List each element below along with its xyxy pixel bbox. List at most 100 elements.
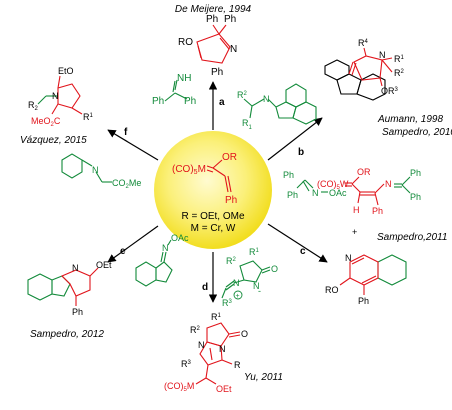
product-c-ro: RO: [325, 285, 339, 295]
radial-arrows: [107, 81, 328, 303]
reagent-d-plus-circle: [233, 290, 243, 300]
intermediate-c-ph2: Ph: [410, 168, 421, 178]
arrow-e: [107, 225, 159, 263]
reagent-b-r1: R1: [242, 118, 253, 131]
reagent-c: Ph Ph N OAc: [283, 170, 347, 200]
citation-sampedro-2012: Sampedro, 2012: [30, 329, 104, 340]
intermediate-c-plus: +: [352, 227, 357, 237]
product-f-n: N: [52, 91, 59, 101]
product-c-n: N: [345, 253, 352, 263]
reagent-e-n: N: [162, 243, 169, 253]
product-f-oet: EtO: [58, 66, 74, 76]
reagent-d: R1 R2 O N N + - R3: [221, 247, 278, 308]
reagent-d-n2: N: [253, 281, 260, 291]
product-f: EtO N R2 MeO2C R1: [28, 66, 94, 128]
arrow-label-f: f: [124, 127, 128, 138]
intermediate-c-ph1: Ph: [372, 206, 383, 216]
reagent-a-ph2: Ph: [184, 96, 196, 107]
reagent-f: N CO2Me: [61, 153, 141, 190]
citation-vazquez: Vázquez, 2015: [20, 135, 87, 146]
arrow-c: [267, 223, 328, 263]
reagent-d-n1: N: [233, 278, 240, 288]
intermediate-c-n: N: [385, 179, 392, 189]
reagent-c-ph2: Ph: [287, 190, 298, 200]
reagent-c-ph1: Ph: [283, 170, 294, 180]
reagent-e: N OAc: [135, 233, 189, 287]
central-hub: OR (CO)5M Ph R = OEt, OMe M = Cr, W: [154, 131, 272, 249]
product-c: N RO Ph: [325, 253, 407, 306]
product-d-n1: N: [198, 340, 205, 350]
reagent-a: NH Ph Ph: [152, 73, 196, 107]
product-d: R1 R2 O N N R3 R (CO)5M OEt: [164, 312, 248, 394]
hub-ph: Ph: [225, 195, 237, 206]
product-e-ph: Ph: [72, 307, 83, 317]
product-b-or3: OR3: [381, 86, 399, 96]
arrow-f: [107, 129, 159, 161]
product-d-r3: R3: [181, 359, 192, 369]
citation-yu: Yu, 2011: [244, 372, 283, 383]
arrow-label-b: b: [298, 147, 304, 158]
hub-structure: [212, 159, 232, 193]
reagent-b-r2: R2: [237, 90, 248, 100]
intermediate-c: OR (CO)5W H Ph N Ph Ph +: [317, 167, 421, 237]
hub-metal: (CO)5M: [172, 164, 206, 176]
arrow-label-c: c: [300, 246, 306, 257]
reagent-a-ph1: Ph: [152, 96, 164, 107]
reagent-e-oac: OAc: [171, 233, 189, 243]
citations: De Meijere, 1994 Aumann, 1998 Sampedro, …: [20, 4, 452, 383]
product-d-oet: OEt: [216, 384, 232, 394]
intermediate-c-h: H: [353, 205, 360, 215]
intermediate-c-ph3: Ph: [410, 192, 421, 202]
citation-sampedro-2011: Sampedro,2011: [377, 232, 447, 243]
reagent-b: R2 R1 N: [237, 83, 317, 131]
product-b-r2: R2: [394, 68, 405, 78]
hub-caption-1: R = OEt, OMe: [181, 211, 245, 222]
product-b-n: N: [379, 50, 386, 60]
hub-circle: [154, 131, 272, 249]
product-d-o: O: [241, 329, 248, 339]
reagent-b-n: N: [263, 94, 270, 104]
intermediate-c-metal: (CO)5W: [317, 179, 349, 191]
arrow-label-e: e: [120, 246, 126, 257]
reagent-d-minus: -: [258, 286, 261, 296]
product-a-ph2: Ph: [224, 14, 236, 25]
arrow-labels: a b c d e f: [120, 97, 306, 293]
intermediate-c-or: OR: [357, 167, 371, 177]
arrow-label-a: a: [219, 97, 225, 108]
product-c-ph: Ph: [358, 296, 369, 306]
reagent-d-plus: +: [236, 293, 240, 300]
citation-de-meijere: De Meijere, 1994: [175, 4, 252, 15]
product-b-r4: R4: [358, 38, 369, 48]
reagent-d-r1: R1: [249, 247, 260, 257]
product-f-r1: R1: [83, 112, 94, 122]
product-d-r2: R2: [190, 325, 201, 335]
product-b-r1: R1: [394, 54, 405, 64]
product-f-r2: R2: [28, 100, 39, 112]
reagent-d-r3: R3: [222, 298, 233, 308]
product-e-oet: OEt: [96, 260, 112, 270]
product-a-ph3: Ph: [211, 67, 223, 78]
arrow-label-d: d: [202, 282, 208, 293]
product-b: R4 N R1 R2 OR3: [324, 38, 405, 101]
citation-sampedro-2010: Sampedro, 2010: [382, 127, 452, 138]
arrow-b: [267, 117, 323, 161]
reagent-d-o: O: [271, 264, 278, 274]
product-a: Ph Ph RO N Ph: [178, 14, 237, 78]
reagent-d-r2: R2: [226, 256, 237, 266]
product-a-ph1: Ph: [206, 14, 218, 25]
hub-or: OR: [222, 152, 237, 163]
reagent-f-n: N: [92, 165, 99, 175]
product-d-n2: N: [219, 344, 226, 354]
product-d-r: R: [234, 360, 241, 370]
product-e: OEt N Ph: [27, 260, 112, 317]
reagent-f-co2me: CO2Me: [112, 178, 141, 190]
product-d-metal: (CO)5M: [164, 381, 194, 393]
citation-aumann: Aumann, 1998: [377, 114, 443, 125]
product-e-n: N: [72, 263, 79, 273]
reagent-a-nh: NH: [177, 73, 191, 84]
reagent-c-oac: OAc: [329, 188, 347, 198]
product-a-ro: RO: [178, 37, 193, 48]
product-d-r1: R1: [211, 312, 222, 322]
